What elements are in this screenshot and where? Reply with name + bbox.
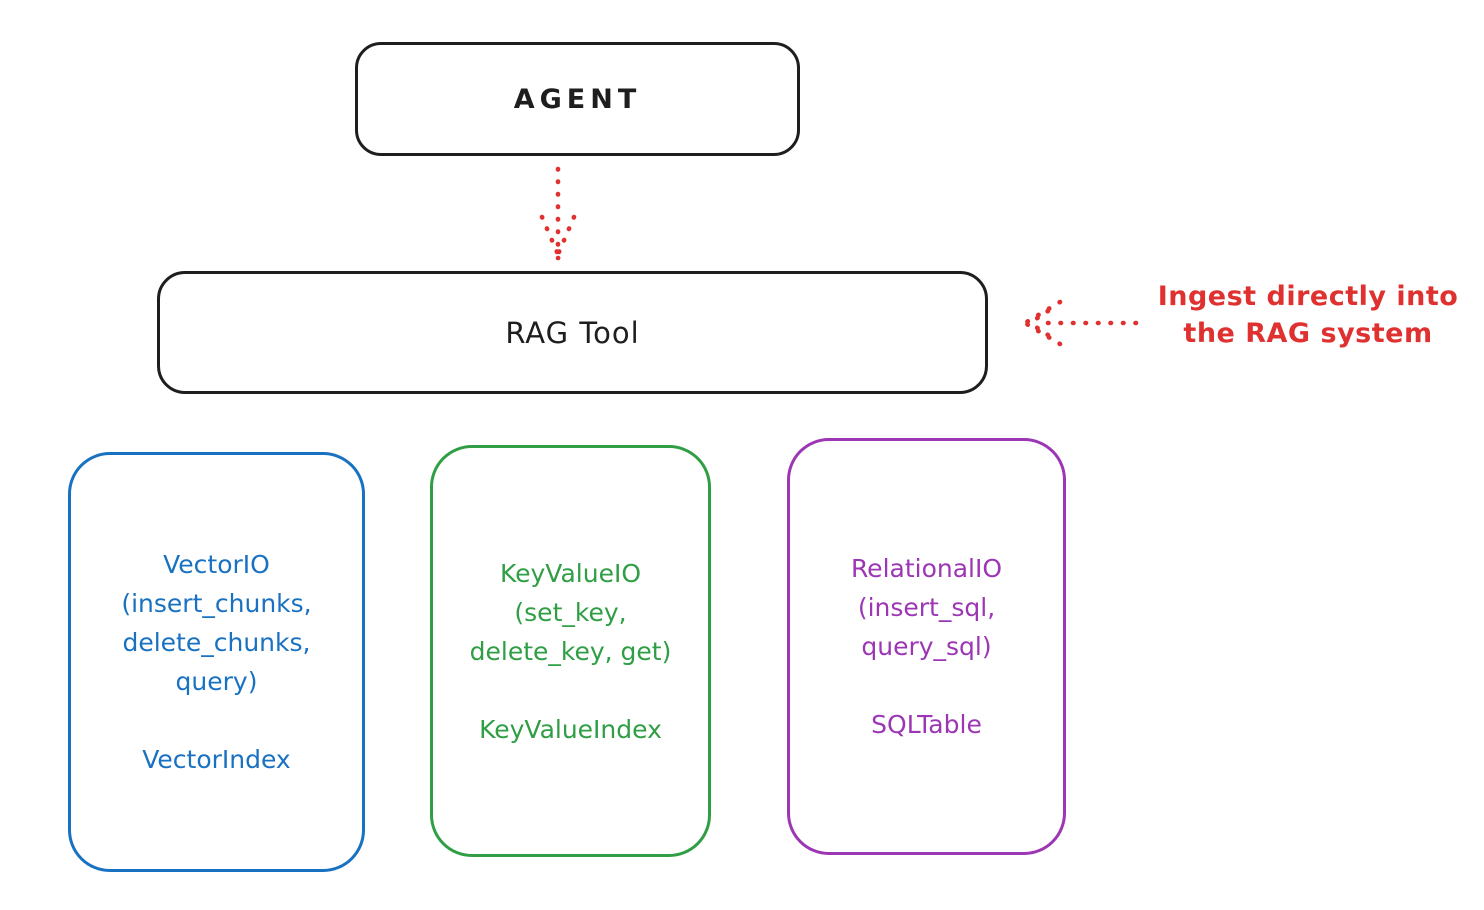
agent-label: AGENT xyxy=(513,83,642,115)
arrowhead-left-upper-leg-icon xyxy=(1022,299,1063,326)
rag-tool-node: RAG Tool xyxy=(157,271,988,394)
vector-io-node: VectorIO (insert_chunks, delete_chunks, … xyxy=(68,452,365,872)
vector-io-label: VectorIO (insert_chunks, delete_chunks, … xyxy=(121,550,312,774)
relational-io-label: RelationalIO (insert_sql, query_sql) SQL… xyxy=(850,554,1003,739)
rag-tool-label: RAG Tool xyxy=(505,315,640,350)
arrowhead-left-lower-leg-icon xyxy=(1022,320,1063,347)
arrowhead-down-left-leg-icon xyxy=(539,214,560,255)
arrowhead-left-inner-lower-icon xyxy=(1027,320,1051,338)
agent-node: AGENT xyxy=(355,42,800,156)
arrowhead-left-inner-upper-icon xyxy=(1027,308,1051,326)
keyvalue-io-node: KeyValueIO (set_key, delete_key, get) Ke… xyxy=(430,445,711,857)
relational-io-node: RelationalIO (insert_sql, query_sql) SQL… xyxy=(787,438,1066,855)
keyvalue-io-label: KeyValueIO (set_key, delete_key, get) Ke… xyxy=(469,558,672,744)
ingest-annotation: Ingest directly into the RAG system xyxy=(1157,281,1459,349)
arrowhead-down-right-leg-icon xyxy=(556,214,577,255)
